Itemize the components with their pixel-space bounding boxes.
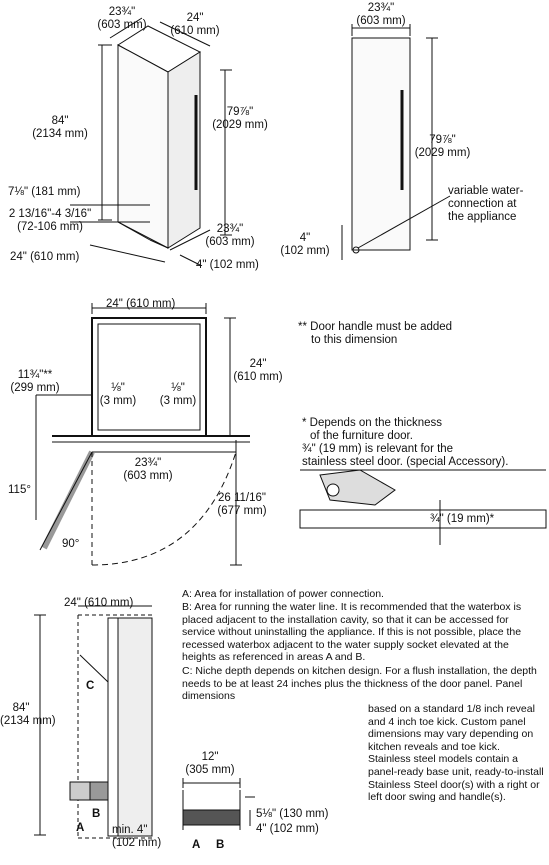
v2-width-label: 23¾"(603 mm) [356,2,406,27]
v3-angle-115: 115° [8,484,31,496]
top-view [35,303,250,566]
v1-depth-label: 24"(610 mm) [170,12,220,37]
v4-a-label: A [76,822,85,834]
v2-height-label: 79⅞"(2029 mm) [414,134,471,159]
v3-depth-label: 24"(610 mm) [233,358,283,383]
v3-swing-label: 11¾"**(299 mm) [10,369,60,394]
v5-b-label: B [216,839,225,851]
legend-b: B: Area for running the water line. It i… [182,601,522,664]
legend-c1: C: Niche depth depends on kitchen design… [182,665,537,703]
door-thickness-label: ¾" (19 mm)* [430,513,495,525]
base-detail [182,778,255,830]
v3-angle-90: 90° [62,538,80,550]
v1-kick-label: 7⅛" (181 mm) [8,186,81,198]
isometric-cabinet [70,17,232,266]
v4-b-label: B [92,808,101,820]
v3-gap2-label: ⅛"(3 mm) [159,382,197,407]
v4-c-label: C [86,680,95,692]
v3-gap1-label: ⅛"(3 mm) [99,382,137,407]
v1-base-width-label: 23¾"(603 mm) [205,223,255,248]
door-thickness-detail [299,469,547,545]
v1-width-label: 23¾"(603 mm) [97,6,147,31]
v5-h1-label: 5⅛" (130 mm) [256,808,329,820]
niche-view [34,605,153,839]
v3-inner-label: 23¾"(603 mm) [123,457,173,482]
v2-base-label: 4"(102 mm) [280,232,330,257]
v5-a-label: A [192,839,201,851]
v4-height-label: 84"(2134 mm) [0,702,56,727]
v4-min-label: min. 4"(102 mm) [112,824,162,849]
v1-gap-label: 2 13/16"-4 3/16"(72-106 mm) [8,208,92,233]
v5-h2-label: 4" (102 mm) [256,823,319,835]
legend-a: A: Area for installation of power connec… [182,588,384,600]
v3-width-label: 24" (610 mm) [106,298,176,310]
legend-c2: based on a standard 1/8 inch reveal and … [368,703,544,804]
v4-top-label: 24" (610 mm) [64,597,134,609]
v3-arc-label: 26 11/16"(677 mm) [217,492,267,517]
v1-height-label: 84"(2134 mm) [32,115,88,140]
front-view [341,24,451,260]
v1-base-depth-label: 24" (610 mm) [10,251,80,263]
v1-base-4-label: 4" (102 mm) [196,259,259,271]
v1-door-height-label: 79⅞"(2029 mm) [212,106,268,131]
v5-width-label: 12"(305 mm) [185,751,235,776]
